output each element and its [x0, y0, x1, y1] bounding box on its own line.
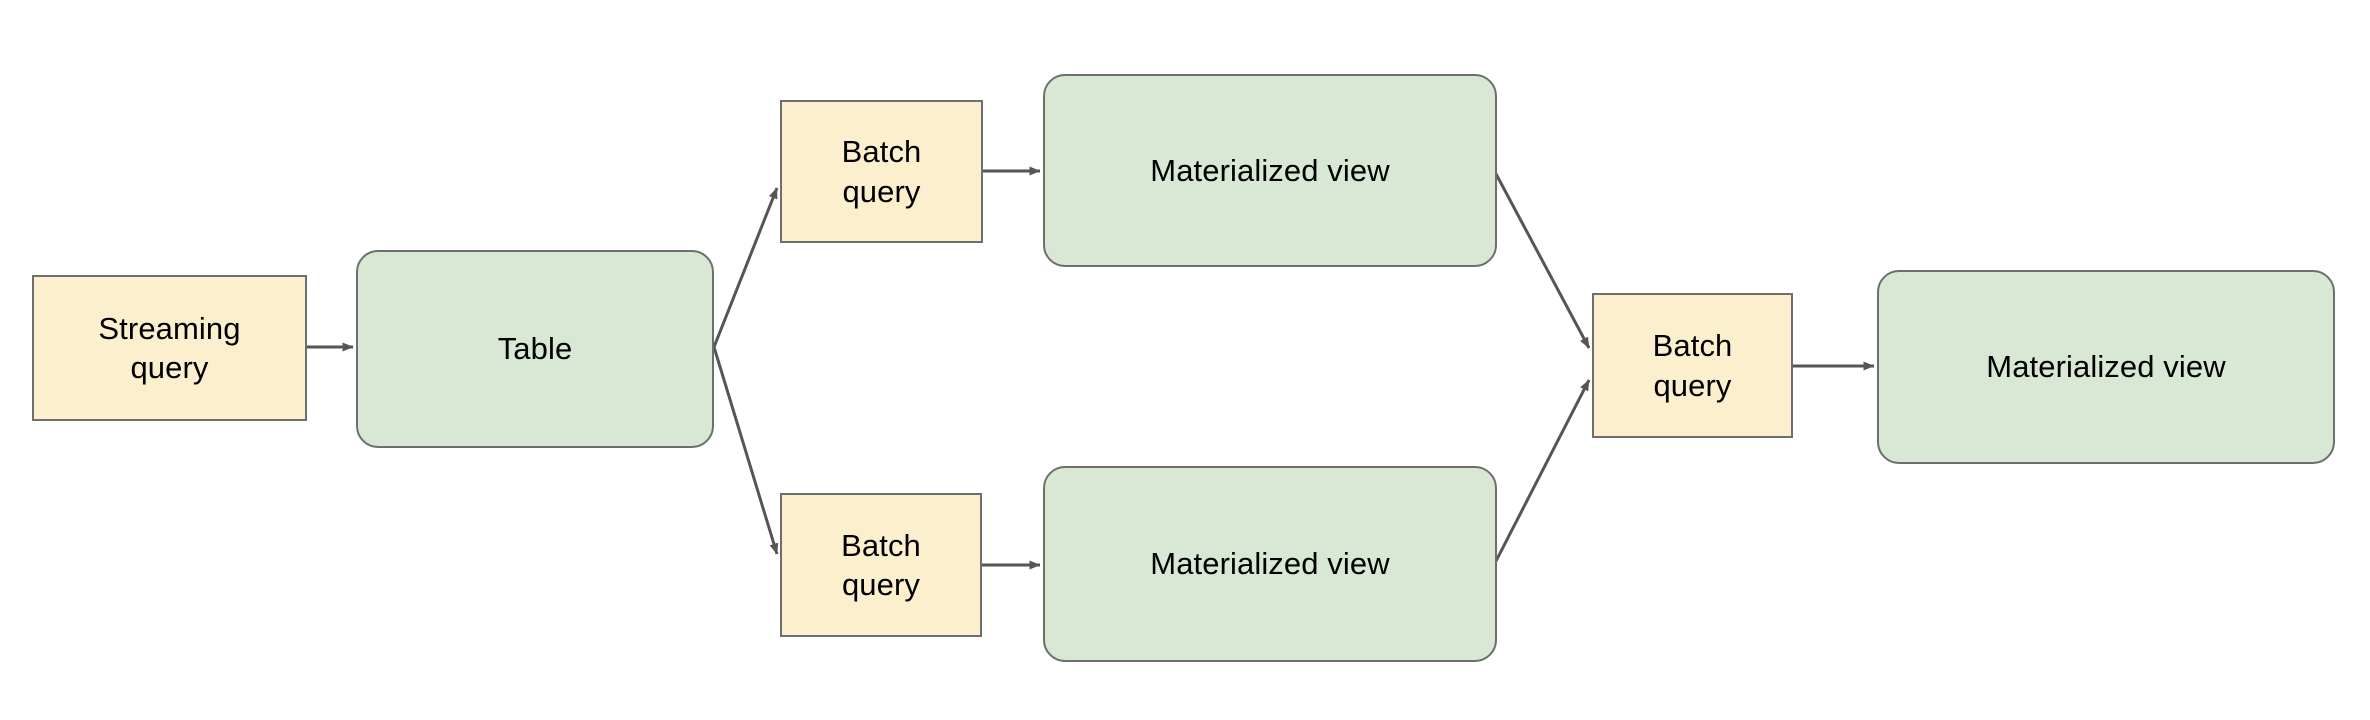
node-batch-query-center-label: Batch query	[1652, 328, 1733, 403]
node-streaming-query[interactable]: Streaming query	[32, 275, 307, 421]
edge-materialized-view-bottom-to-batch-query-center	[1493, 379, 1591, 564]
node-batch-query-top[interactable]: Batch query	[780, 100, 983, 243]
node-materialized-view-top[interactable]: Materialized view	[1043, 74, 1497, 267]
node-streaming-query-label: Streaming query	[98, 310, 241, 385]
node-materialized-view-bottom[interactable]: Materialized view	[1043, 466, 1497, 662]
node-batch-query-bottom-label: Batch query	[841, 527, 921, 602]
edge-table-to-batch-query-top	[712, 187, 779, 348]
node-materialized-view-bottom-label: Materialized view	[1150, 546, 1390, 582]
node-materialized-view-right-label: Materialized view	[1986, 349, 2226, 385]
edge-table-to-batch-query-bottom	[712, 346, 779, 555]
node-batch-query-top-label: Batch query	[841, 134, 922, 209]
node-batch-query-bottom[interactable]: Batch query	[780, 493, 982, 637]
node-table-label: Table	[497, 331, 573, 367]
edge-materialized-view-top-to-batch-query-center	[1493, 171, 1591, 349]
node-materialized-view-right[interactable]: Materialized view	[1877, 270, 2335, 464]
node-table[interactable]: Table	[356, 250, 714, 448]
node-batch-query-center[interactable]: Batch query	[1592, 293, 1793, 438]
node-materialized-view-top-label: Materialized view	[1150, 152, 1390, 188]
